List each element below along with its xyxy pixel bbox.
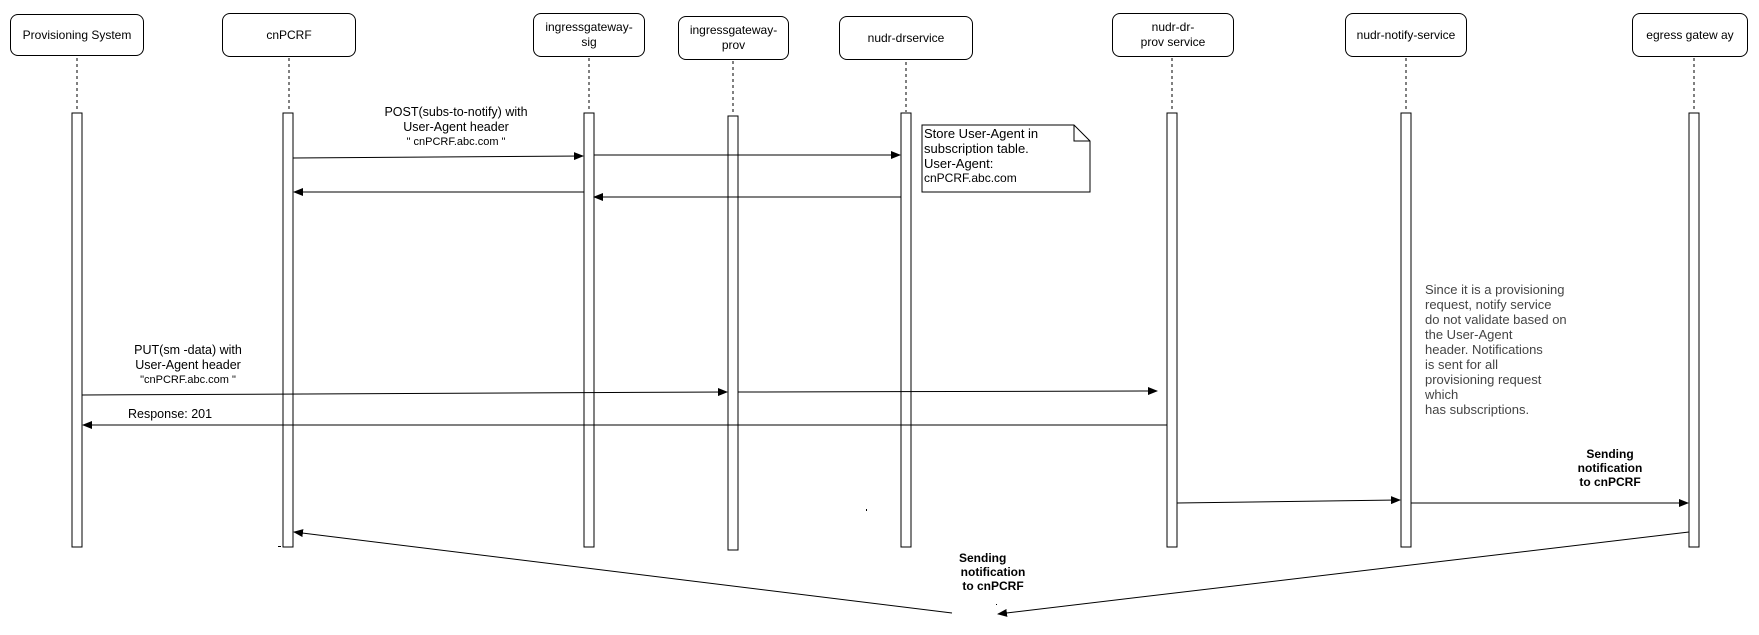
activation-igw-prov xyxy=(727,115,739,551)
arrow-nudr-prov-to-notify xyxy=(1176,496,1401,505)
participant-label: ingressgateway- xyxy=(689,23,778,37)
label-line: User-Agent header xyxy=(403,120,509,134)
activation-prov xyxy=(71,112,83,548)
label-response-201: Response: 201 xyxy=(128,407,248,422)
note-store-user-agent-text: Store User-Agent in subscription table. … xyxy=(924,126,1084,186)
note-line: Since it is a provisioning xyxy=(1425,282,1565,297)
label-line: PUT(sm -data) with xyxy=(134,343,242,357)
participant-nudr-drservice: nudr-drservice xyxy=(839,16,973,60)
note-line: subscription table. xyxy=(924,141,1029,156)
stray-mark xyxy=(996,604,997,605)
arrow-put-prov-to-igw-prov xyxy=(81,388,728,397)
note-line: provisioning request xyxy=(1425,372,1542,387)
activation-nudr-notify xyxy=(1400,112,1412,548)
note-provisioning-request: Since it is a provisioning request, noti… xyxy=(1425,282,1605,417)
label-line: to cnPCRF xyxy=(962,579,1024,593)
participant-label: nudr-notify-service xyxy=(1356,27,1456,42)
participant-label: sig xyxy=(581,35,597,49)
participant-label: prov xyxy=(721,38,746,52)
label-line: User-Agent header xyxy=(135,358,241,372)
participant-ingressgateway-prov: ingressgateway-prov xyxy=(678,16,789,60)
participant-label: nudr-drservice xyxy=(867,30,945,45)
stray-mark xyxy=(866,509,867,511)
participant-label: cnPCRF xyxy=(266,27,312,42)
note-line: is sent for all xyxy=(1425,357,1498,372)
note-line: which xyxy=(1425,387,1459,402)
note-line: Store User-Agent in xyxy=(924,126,1039,141)
label-line: Response: 201 xyxy=(128,407,213,421)
label-line: Sending xyxy=(959,551,1007,565)
activation-egress xyxy=(1688,112,1700,548)
arrow-post-cnpcrf-to-igw-sig xyxy=(292,152,584,161)
participant-label: Provisioning System xyxy=(22,27,132,42)
participant-egress-gateway: egress gatew ay xyxy=(1632,13,1748,57)
label-sending-notification-right: Sending notification to cnPCRF xyxy=(1560,447,1660,489)
note-line: User-Agent: xyxy=(924,156,994,171)
label-line: to cnPCRF xyxy=(1579,475,1641,489)
label-line: Sending xyxy=(1586,447,1634,461)
note-line: do not validate based on xyxy=(1425,312,1567,327)
participant-nudr-dr-provservice: nudr-dr-prov service xyxy=(1112,13,1234,57)
note-line: has subscriptions. xyxy=(1425,402,1530,417)
participant-label: egress gatew ay xyxy=(1646,27,1734,42)
note-store-user-agent xyxy=(921,124,1091,193)
participant-provisioning-system: Provisioning System xyxy=(10,14,144,56)
participant-cnpcrf: cnPCRF xyxy=(222,13,356,57)
label-line: "cnPCRF.abc.com " xyxy=(140,374,236,386)
participant-label: prov service xyxy=(1140,35,1206,49)
stray-mark xyxy=(278,546,281,547)
arrow-egress-to-bottom xyxy=(997,531,1690,617)
participant-label: nudr-dr- xyxy=(1151,20,1195,34)
arrow-put-igw-prov-to-nudr-prov xyxy=(737,387,1158,396)
label-line: notification xyxy=(960,565,1026,579)
note-line: header. Notifications xyxy=(1425,342,1543,357)
label-line: " cnPCRF.abc.com " xyxy=(406,136,506,148)
activation-nudr-prov xyxy=(1166,112,1178,548)
label-put-sm-data: PUT(sm -data) with User-Agent header "cn… xyxy=(98,343,278,388)
activation-cnpcrf xyxy=(282,112,294,548)
label-sending-notification-bottom: Sending notification to cnPCRF xyxy=(943,551,1043,593)
participant-ingressgateway-sig: ingressgateway-sig xyxy=(533,13,645,57)
note-line: request, notify service xyxy=(1425,297,1552,312)
participant-label: ingressgateway- xyxy=(545,20,633,34)
label-post-subs-to-notify: POST(subs-to-notify) with User-Agent hea… xyxy=(336,105,576,150)
line-bottom-to-cnpcrf xyxy=(293,529,953,614)
label-line: POST(subs-to-notify) with xyxy=(384,105,528,119)
activation-nudr-dr xyxy=(900,112,912,548)
note-line: cnPCRF.abc.com xyxy=(924,171,1017,185)
note-line: the User-Agent xyxy=(1425,327,1513,342)
label-line: notification xyxy=(1577,461,1643,475)
activation-igw-sig xyxy=(583,112,595,548)
participant-nudr-notify-service: nudr-notify-service xyxy=(1345,13,1467,57)
